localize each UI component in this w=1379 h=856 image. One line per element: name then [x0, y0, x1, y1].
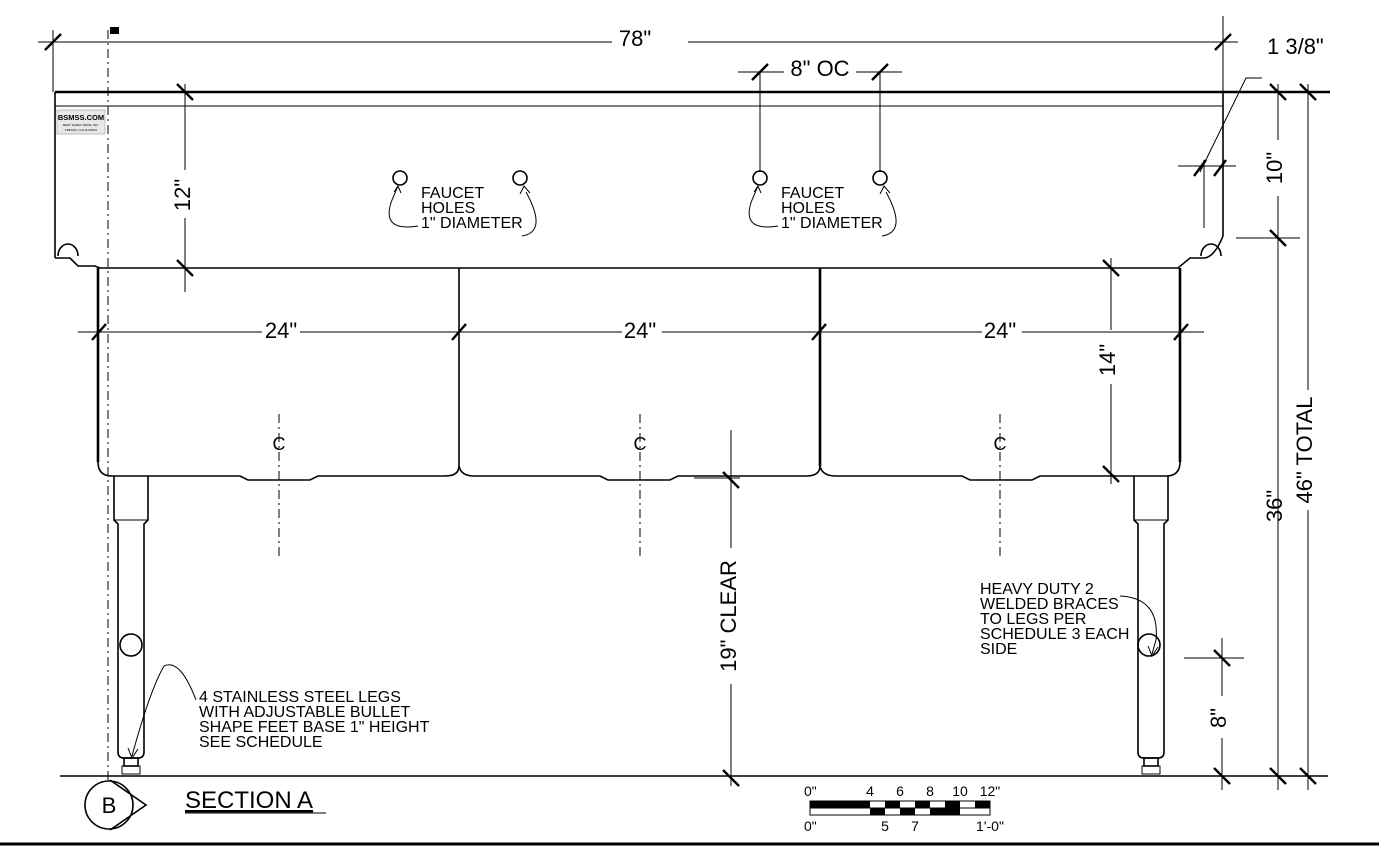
faucet-hole-1 [392, 170, 408, 186]
brace-height-label: 8" [1206, 708, 1231, 728]
faucet-spacing-dimension: 8" OC [738, 56, 902, 172]
faucet-hole-4 [872, 170, 888, 186]
section-marker: B [84, 779, 148, 831]
centerline-symbol-1: C [273, 434, 286, 454]
faucet-hole-3 [752, 170, 768, 186]
leg-right [1133, 476, 1169, 775]
svg-text:HEAVY DUTY 2: HEAVY DUTY 2 [980, 581, 1094, 598]
bowl-centerlines: C C C [273, 414, 1007, 556]
bowl1-width-label: 24" [265, 318, 297, 343]
svg-text:10: 10 [952, 783, 968, 799]
overall-width-dimension: 78" [38, 16, 1238, 92]
svg-text:1'-0": 1'-0" [976, 818, 1004, 834]
clearance-label: 19" CLEAR [716, 560, 741, 672]
faucet-note-left: FAUCET HOLES 1" DIAMETER [421, 185, 523, 232]
svg-text:8: 8 [926, 783, 934, 799]
work-height-label: 36" [1262, 490, 1287, 522]
svg-text:FAUCET: FAUCET [781, 185, 844, 202]
svg-text:0": 0" [804, 783, 817, 799]
faucet-holes [388, 170, 897, 237]
svg-text:6: 6 [896, 783, 904, 799]
svg-text:4: 4 [866, 783, 874, 799]
svg-text:4 STAINLESS STEEL LEGS: 4 STAINLESS STEEL LEGS [199, 689, 401, 706]
svg-text:TO LEGS PER: TO LEGS PER [980, 611, 1086, 628]
svg-text:HOLES: HOLES [421, 200, 475, 217]
company-logo: BSMSS.COM BEST SHEET METAL INC. FRESNO, … [56, 109, 106, 135]
section-marker-letter: B [102, 793, 117, 818]
svg-text:BSMSS.COM: BSMSS.COM [58, 113, 104, 122]
backsplash-height-dimension: 12" [170, 83, 195, 292]
svg-text:0": 0" [804, 818, 817, 834]
sink-bowls [96, 268, 1182, 481]
svg-text:1" DIAMETER: 1" DIAMETER [781, 215, 883, 232]
faucet-spacing-label: 8" OC [790, 56, 849, 81]
clearance-dimension: 19" CLEAR [694, 430, 741, 787]
section-title: SECTION A [185, 787, 313, 814]
svg-text:5: 5 [881, 818, 889, 834]
svg-text:FRESNO, CALIFORNIA: FRESNO, CALIFORNIA [65, 128, 97, 132]
svg-text:BEST SHEET METAL INC.: BEST SHEET METAL INC. [63, 123, 99, 127]
scale-bar: 0" 4 6 8 10 12" 0" 5 7 1'-0" [804, 783, 1004, 834]
braces-note: HEAVY DUTY 2 WELDED BRACES TO LEGS PER S… [980, 581, 1129, 658]
faucet-hole-2 [512, 170, 528, 186]
centerline-symbol-2: C [634, 434, 647, 454]
svg-text:SHAPE FEET BASE 1" HEIGHT: SHAPE FEET BASE 1" HEIGHT [199, 719, 430, 736]
svg-text:SIDE: SIDE [980, 641, 1017, 658]
bowl2-width-label: 24" [624, 318, 656, 343]
backsplash-height-label: 12" [170, 179, 195, 211]
centerline-symbol-3: C [994, 434, 1007, 454]
leg-left [113, 476, 149, 775]
bowl-width-dimensions: 24" 24" 24" [78, 318, 1204, 343]
svg-text:SEE SCHEDULE: SEE SCHEDULE [199, 734, 323, 751]
svg-text:WITH ADJUSTABLE BULLET: WITH ADJUSTABLE BULLET [199, 704, 411, 721]
bowl3-width-label: 24" [984, 318, 1016, 343]
svg-text:SCHEDULE 3 EACH: SCHEDULE 3 EACH [980, 626, 1129, 643]
right-edge-dimensions: 10" 36" 46" TOTAL [1178, 77, 1330, 790]
faucet-note-right: FAUCET HOLES 1" DIAMETER [781, 185, 883, 232]
svg-text:FAUCET: FAUCET [421, 185, 484, 202]
overall-width-label: 78" [619, 26, 651, 51]
bowl-depth-dimension: 14" [1095, 258, 1120, 484]
brace-height-dimension: 8" [1184, 638, 1244, 790]
svg-text:WELDED BRACES: WELDED BRACES [980, 596, 1119, 613]
svg-text:HOLES: HOLES [781, 200, 835, 217]
legs-note: 4 STAINLESS STEEL LEGS WITH ADJUSTABLE B… [199, 689, 430, 751]
total-height-label: 46" TOTAL [1292, 397, 1317, 504]
backsplash [54, 90, 1330, 269]
svg-text:7: 7 [911, 818, 919, 834]
brace-left [119, 633, 143, 657]
edge-thickness-label: 1 3/8" [1267, 34, 1324, 59]
backsplash-top-label: 10" [1262, 152, 1287, 184]
svg-text:12": 12" [980, 783, 1001, 799]
brace-right [1137, 633, 1161, 657]
section-flag-icon [110, 27, 119, 34]
bowl-depth-label: 14" [1095, 344, 1120, 376]
svg-text:1" DIAMETER: 1" DIAMETER [421, 215, 523, 232]
